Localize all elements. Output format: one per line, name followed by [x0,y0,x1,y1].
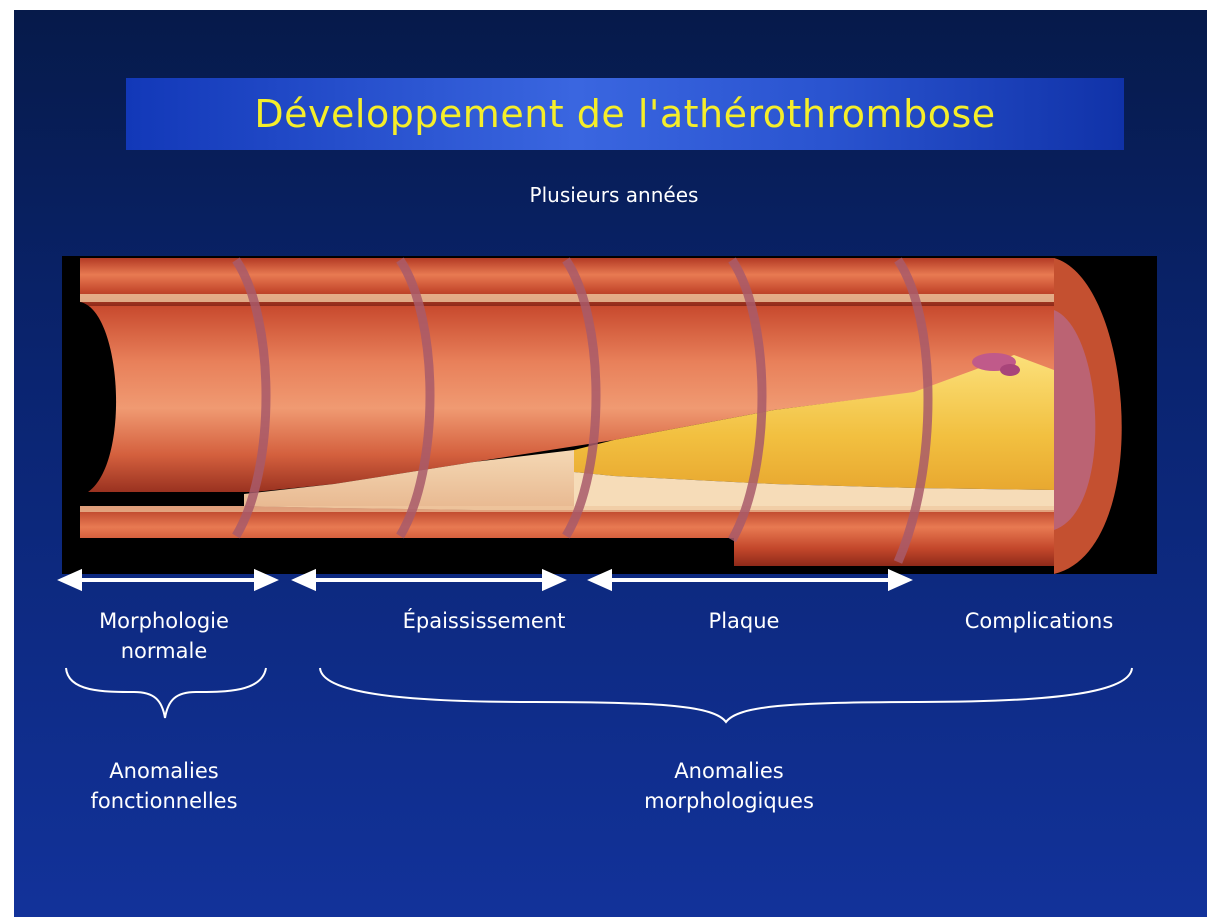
group-label-morphological: Anomalies morphologiques [594,756,864,816]
stage-arrows [62,572,908,588]
group-label-functional: Anomalies fonctionnelles [44,756,284,816]
stage-label-normal: Morphologie normale [54,606,274,666]
stage-label-plaque: Plaque [644,606,844,636]
artery-bottom-adventitia [80,506,1054,512]
stage-label-complications: Complications [914,606,1164,636]
brace-morphological [320,668,1132,722]
stage-label-thickening: Épaississement [354,606,614,636]
thrombus-small [1000,364,1020,376]
slide: Développement de l'athérothrombose Plusi… [14,10,1207,917]
brace-functional [66,668,266,718]
artery-top-adventitia [80,294,1054,302]
